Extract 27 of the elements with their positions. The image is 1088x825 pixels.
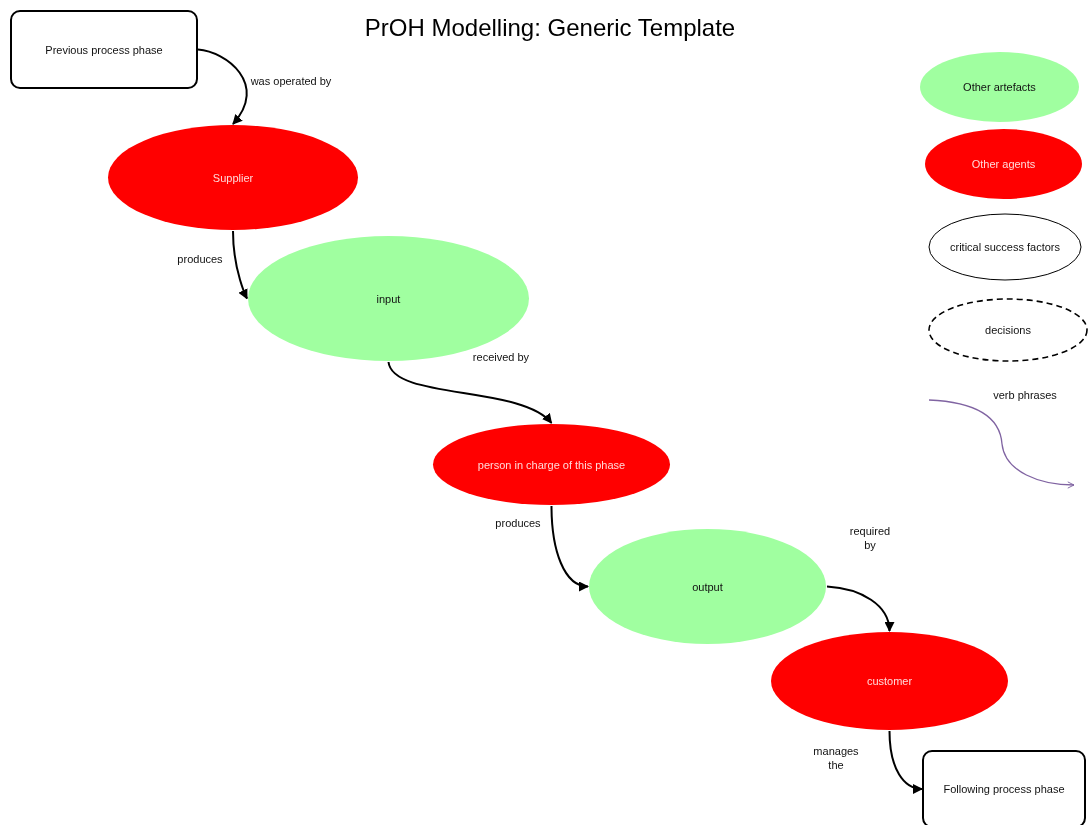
arrow bbox=[826, 585, 894, 632]
legend-label: verb phrases bbox=[992, 388, 1058, 402]
node-label: Previous process phase bbox=[44, 42, 164, 57]
process-phase-box bbox=[10, 10, 198, 89]
node-label: customer bbox=[865, 674, 914, 688]
arrow bbox=[888, 730, 923, 794]
node-label: Supplier bbox=[211, 170, 255, 185]
process-phase-box bbox=[922, 750, 1086, 825]
edge-label: was operated by bbox=[249, 74, 333, 88]
arrow bbox=[232, 230, 248, 300]
diagram-title: PrOH Modelling: Generic Template bbox=[363, 14, 737, 42]
arrow bbox=[197, 48, 248, 125]
edge-label: required by bbox=[848, 524, 892, 552]
arrow bbox=[550, 505, 589, 591]
edge-label: produces bbox=[494, 516, 542, 530]
node-label: input bbox=[375, 291, 402, 306]
edge-label: received by bbox=[471, 350, 531, 364]
node-label: person in charge of this phase bbox=[476, 457, 627, 472]
arrow bbox=[387, 361, 553, 424]
node-label: decisions bbox=[984, 323, 1032, 337]
edge-label: manages the bbox=[812, 744, 860, 772]
node-label: Other agents bbox=[970, 157, 1037, 171]
node-label: output bbox=[691, 579, 724, 594]
edge-label: produces bbox=[176, 252, 224, 266]
node-label: Following process phase bbox=[942, 782, 1066, 796]
node-label: critical success factors bbox=[949, 240, 1061, 254]
node-label: Other artefacts bbox=[962, 80, 1037, 94]
